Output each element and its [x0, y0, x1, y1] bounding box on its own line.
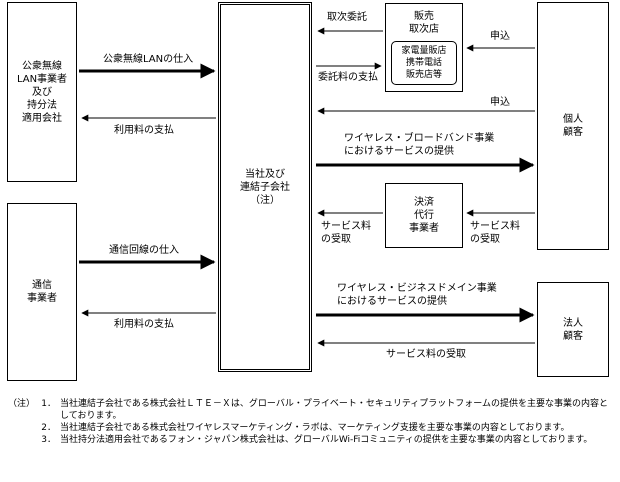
- footnote-number: 3．: [41, 435, 56, 445]
- footnote-text: 当社持分法適用会社であるフォン・ジャパン株式会社は、グローバルWi-Fiコミュニ…: [60, 435, 593, 445]
- wireless-lan-operator-box: 公衆無線 LAN事業者 及び 持分法 適用会社: [7, 2, 77, 182]
- apply-agent-label: 申込: [490, 31, 510, 42]
- retail-stores-box: 家電量販店 携帯電話 販売店等: [391, 41, 457, 85]
- footnote-text: 当社連結子会社である株式会社ワイヤレスマーケティング・ラボは、マーケティング支援…: [60, 423, 570, 433]
- payment-agent-label: 決済 代行 事業者: [409, 197, 439, 234]
- individual-customer-box: 個人 顧客: [537, 2, 609, 250]
- telecom-operator-box: 通信 事業者: [7, 203, 77, 381]
- footnotes: （注） 1． 当社連結子会社である株式会社ＬＴＥ－Ｘは、グローバル・プライベート…: [8, 398, 612, 446]
- wireless-lan-operator-label: 公衆無線 LAN事業者 及び 持分法 適用会社: [16, 60, 68, 124]
- company-box: 当社及び 連結子会社 （注）: [218, 2, 312, 372]
- payment-agent-box: 決済 代行 事業者: [385, 183, 463, 248]
- footnote-1: （注） 1． 当社連結子会社である株式会社ＬＴＥ－Ｘは、グローバル・プライベート…: [8, 398, 612, 422]
- wlan-fee-label: 利用料の支払: [114, 125, 174, 136]
- service-fee-receipt-corp-label: サービス料の受取: [386, 349, 466, 360]
- consign-fee-label: 委託料の支払: [318, 72, 378, 83]
- corporate-customer-label: 法人 顧客: [563, 317, 583, 342]
- individual-customer-label: 個人 顧客: [563, 114, 583, 138]
- broadband-service-label: ワイヤレス・ブロードバンド事業 におけるサービスの提供: [344, 133, 495, 157]
- footnote-2: 2． 当社連結子会社である株式会社ワイヤレスマーケティング・ラボは、マーケティン…: [8, 422, 612, 434]
- line-fee-label: 利用料の支払: [114, 319, 174, 330]
- service-fee-receipt-b-label: サービス料 の受取: [470, 221, 520, 245]
- business-domain-service-label: ワイヤレス・ビジネスドメイン事業 におけるサービスの提供: [337, 283, 497, 307]
- sales-agent-label: 販売 取次店: [409, 11, 439, 35]
- wlan-purchase-label: 公衆無線LANの仕入: [103, 54, 194, 65]
- retail-stores-label: 家電量販店 携帯電話 販売店等: [401, 46, 447, 80]
- agency-consign-label: 取次委託: [327, 12, 367, 23]
- corporate-customer-box: 法人 顧客: [537, 282, 609, 377]
- footnote-number: 1．: [41, 399, 56, 409]
- footnote-3: 3． 当社持分法適用会社であるフォン・ジャパン株式会社は、グローバルWi-Fiコ…: [8, 434, 612, 446]
- telecom-operator-label: 通信 事業者: [27, 280, 57, 304]
- line-purchase-label: 通信回線の仕入: [109, 245, 179, 256]
- company-label: 当社及び 連結子会社 （注）: [240, 168, 290, 206]
- service-fee-receipt-a-label: サービス料 の受取: [321, 221, 371, 245]
- footnote-number: 2．: [41, 423, 56, 433]
- footnote-prefix: （注）: [8, 399, 36, 409]
- apply-direct-label: 申込: [490, 97, 510, 108]
- footnote-text: 当社連結子会社である株式会社ＬＴＥ－Ｘは、グローバル・プライベート・セキュリティ…: [60, 399, 609, 421]
